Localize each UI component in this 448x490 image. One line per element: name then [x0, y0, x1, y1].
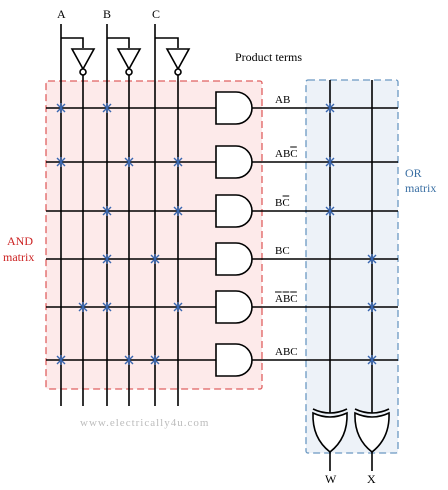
- and-connection-r1-c3: [102, 103, 112, 113]
- output-label-w: W: [325, 472, 337, 486]
- input-label-a: A: [57, 7, 66, 21]
- and-connection-r6-c1: [56, 355, 66, 365]
- and-connection-r4-c5: [150, 254, 160, 264]
- inverter-branch-c: [155, 37, 179, 48]
- or-connection-r3-c1: [325, 206, 335, 216]
- or-gate-back-curve-1: [312, 408, 348, 414]
- output-label-x: X: [367, 472, 376, 486]
- input-label-c: C: [152, 7, 160, 21]
- and-gate-5: [215, 290, 253, 324]
- and-gate-4: [215, 242, 253, 276]
- and-connection-r1-c1: [56, 103, 66, 113]
- product-term-label-2: ABC: [275, 148, 298, 160]
- inverter-a: [70, 48, 96, 71]
- product-term-label-4: BC: [275, 245, 290, 257]
- product-term-label-1: AB: [275, 94, 290, 106]
- and-matrix-label-line1: AND: [7, 234, 33, 248]
- or-connection-r2-c1: [325, 157, 335, 167]
- and-connection-r6-c4: [124, 355, 134, 365]
- inverter-branch-b: [107, 37, 130, 48]
- and-matrix-box: [45, 80, 263, 390]
- watermark: www.electrically4u.com: [80, 417, 209, 429]
- logic-gates: [70, 48, 390, 454]
- or-connection-r1-c1: [325, 103, 335, 113]
- or-gate-1: [312, 411, 348, 454]
- and-connection-r2-c1: [56, 157, 66, 167]
- inverter-bubble-c: [174, 68, 182, 76]
- and-connection-r5-c2: [78, 302, 88, 312]
- product-terms-heading: Product terms: [235, 50, 302, 64]
- and-gate-6: [215, 343, 253, 377]
- product-term-labels: AB ABC BC BC ABC ABC: [275, 94, 298, 358]
- or-matrix-box: [305, 79, 399, 454]
- inverter-b: [116, 48, 142, 71]
- or-matrix-label-line2: matrix: [405, 181, 436, 195]
- product-term-label-5: ABC: [275, 293, 298, 305]
- connection-marks: [56, 103, 377, 365]
- or-connection-r6-c2: [367, 355, 377, 365]
- and-connection-r3-c6: [173, 206, 183, 216]
- or-connection-r5-c2: [367, 302, 377, 312]
- and-connection-r2-c4: [124, 157, 134, 167]
- and-connection-r3-c3: [102, 206, 112, 216]
- and-connection-r6-c5: [150, 355, 160, 365]
- and-matrix-label-line2: matrix: [3, 250, 34, 264]
- or-gate-2: [354, 411, 390, 454]
- and-connection-r5-c3: [102, 302, 112, 312]
- input-labels: A B C: [57, 7, 160, 21]
- and-gate-1: [215, 91, 253, 125]
- and-gate-3: [215, 194, 253, 228]
- and-connection-r5-c6: [173, 302, 183, 312]
- inverter-bubble-a: [79, 68, 87, 76]
- product-term-label-3: BC: [275, 197, 290, 209]
- input-label-b: B: [103, 7, 111, 21]
- or-matrix-label-line1: OR: [405, 166, 422, 180]
- or-gate-back-curve-2: [354, 408, 390, 414]
- or-connection-r4-c2: [367, 254, 377, 264]
- and-gate-2: [215, 145, 253, 179]
- inverter-c: [165, 48, 191, 71]
- inverter-bubble-b: [125, 68, 133, 76]
- inverter-branch-a: [61, 37, 84, 48]
- product-term-label-6: ABC: [275, 346, 298, 358]
- and-connection-r2-c6: [173, 157, 183, 167]
- and-connection-r4-c3: [102, 254, 112, 264]
